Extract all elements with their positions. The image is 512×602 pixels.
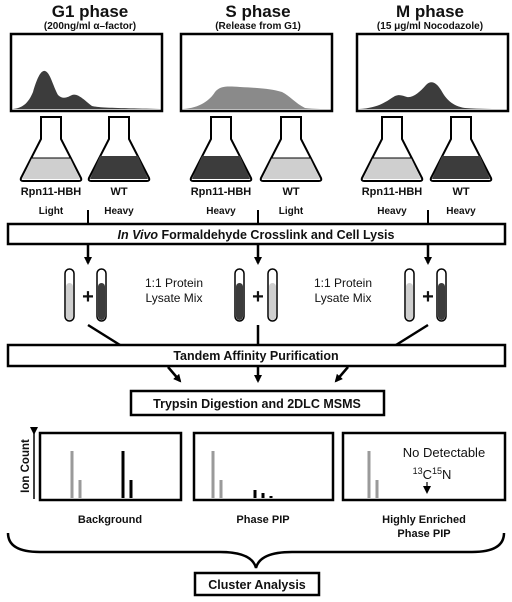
grouping-brace	[6, 532, 506, 569]
digestion-box: Trypsin Digestion and 2DLC MSMS	[129, 389, 386, 417]
g1-wt-label: WT	[110, 186, 127, 198]
g1-wt-flask-icon	[87, 116, 151, 182]
phase-pip-panel-label: Phase PIP	[236, 514, 289, 526]
m-phase-subtitle: (15 μg/ml Nocodazole)	[377, 21, 483, 32]
purification-arrows	[167, 366, 349, 383]
m-rpn11-flask-icon	[360, 116, 424, 182]
g1-rpn11-isotope-label: Light	[39, 206, 64, 217]
m-rpn11-isotope-label: Heavy	[377, 206, 407, 217]
cluster-analysis-label: Cluster Analysis	[208, 578, 306, 592]
tube-converge-lines	[87, 323, 429, 347]
g1-dark-tube-icon	[96, 268, 107, 322]
highly-enriched-spectrum-panel: No Detectable 13C15N	[341, 431, 507, 502]
digestion-box-label: Trypsin Digestion and 2DLC MSMS	[153, 397, 361, 411]
s-rpn11-flask-icon	[189, 116, 253, 182]
mix-label-left-line1: 1:1 Protein	[145, 276, 203, 290]
mix-label-right-line2: Lysate Mix	[315, 291, 372, 305]
g1-phase-subtitle: (200ng/ml α–factor)	[44, 21, 136, 32]
m-wt-isotope-label: Heavy	[446, 206, 476, 217]
enriched-panel-label-line1: Highly Enriched	[382, 514, 466, 526]
g1-plus-sign: +	[82, 286, 94, 308]
isotope-label: 13C15N	[413, 466, 452, 482]
m-plus-sign: +	[422, 286, 434, 308]
s-wt-isotope-label: Light	[279, 206, 304, 217]
m-phase-title: M phase	[396, 2, 464, 21]
crosslink-rest-text: Formaldehyde Crosslink and Cell Lysis	[158, 228, 394, 242]
s-plus-sign: +	[252, 286, 264, 308]
g1-light-tube-icon	[64, 268, 75, 322]
enriched-panel-label-line2: Phase PIP	[397, 528, 450, 540]
s-light-tube-icon	[267, 268, 278, 322]
g1-histogram	[9, 32, 164, 113]
crosslink-box-label: In Vivo Formaldehyde Crosslink and Cell …	[118, 228, 395, 242]
m-wt-flask-icon	[429, 116, 493, 182]
cluster-analysis-box: Cluster Analysis	[193, 571, 321, 597]
phase-pip-spectrum-panel	[192, 431, 335, 502]
purification-box-label: Tandem Affinity Purification	[173, 349, 338, 363]
m-light-tube-icon	[404, 268, 415, 322]
s-histogram	[179, 32, 334, 113]
background-spectrum-panel	[38, 431, 183, 502]
m-rpn11-label: Rpn11-HBH	[362, 186, 423, 198]
s-rpn11-label: Rpn11-HBH	[191, 186, 252, 198]
flask-connector-lines	[87, 210, 429, 224]
s-phase-subtitle: (Release from G1)	[215, 21, 301, 32]
crosslink-italic-text: In Vivo	[118, 228, 159, 242]
s-dark-tube-icon	[234, 268, 245, 322]
mix-label-right-line1: 1:1 Protein	[314, 276, 372, 290]
m-histogram	[355, 32, 510, 113]
ion-count-axis-label: Ion Count	[20, 439, 32, 493]
m-wt-label: WT	[452, 186, 469, 198]
no-detectable-label: No Detectable	[403, 445, 485, 460]
mix-label-left-line2: Lysate Mix	[146, 291, 203, 305]
crosslink-arrows	[84, 245, 432, 265]
s-phase-title: S phase	[225, 2, 290, 21]
g1-rpn11-label: Rpn11-HBH	[21, 186, 82, 198]
g1-wt-isotope-label: Heavy	[104, 206, 134, 217]
purification-box: Tandem Affinity Purification	[6, 343, 507, 368]
crosslink-box: In Vivo Formaldehyde Crosslink and Cell …	[6, 222, 507, 246]
s-wt-flask-icon	[259, 116, 323, 182]
g1-phase-title: G1 phase	[52, 2, 129, 21]
g1-rpn11-flask-icon	[19, 116, 83, 182]
s-rpn11-isotope-label: Heavy	[206, 206, 236, 217]
background-panel-label: Background	[78, 514, 142, 526]
s-wt-label: WT	[282, 186, 299, 198]
m-dark-tube-icon	[436, 268, 447, 322]
